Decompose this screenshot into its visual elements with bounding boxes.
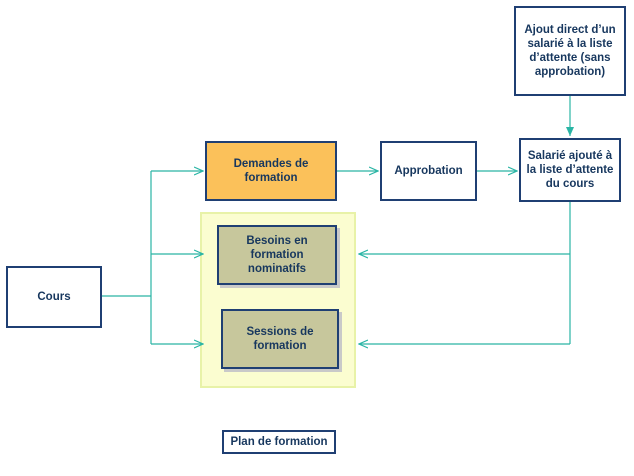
node-demandes-label: Demandes de formation <box>233 158 309 184</box>
node-approbation: Approbation <box>380 141 477 201</box>
node-approbation-label: Approbation <box>394 165 463 177</box>
plan-de-formation-label: Plan de formation <box>222 430 336 454</box>
node-demandes-de-formation: Demandes de formation <box>205 141 337 201</box>
node-ajout-direct: Ajout direct d’un salarié à la liste d’a… <box>514 6 626 96</box>
node-salarie-label: Salarié ajouté à la liste d’attente du c… <box>526 150 614 190</box>
node-cours: Cours <box>6 266 102 328</box>
node-sessions-label: Sessions de formation <box>246 326 314 352</box>
node-sessions-de-formation: Sessions de formation <box>221 309 339 369</box>
node-besoins-en-formation: Besoins en formation nominatifs <box>217 225 337 285</box>
node-cours-label: Cours <box>37 291 71 303</box>
node-besoins-label: Besoins en formation nominatifs <box>246 235 308 275</box>
node-salarie-ajoute: Salarié ajouté à la liste d’attente du c… <box>519 138 621 202</box>
node-ajout-label: Ajout direct d’un salarié à la liste d’a… <box>524 24 616 78</box>
